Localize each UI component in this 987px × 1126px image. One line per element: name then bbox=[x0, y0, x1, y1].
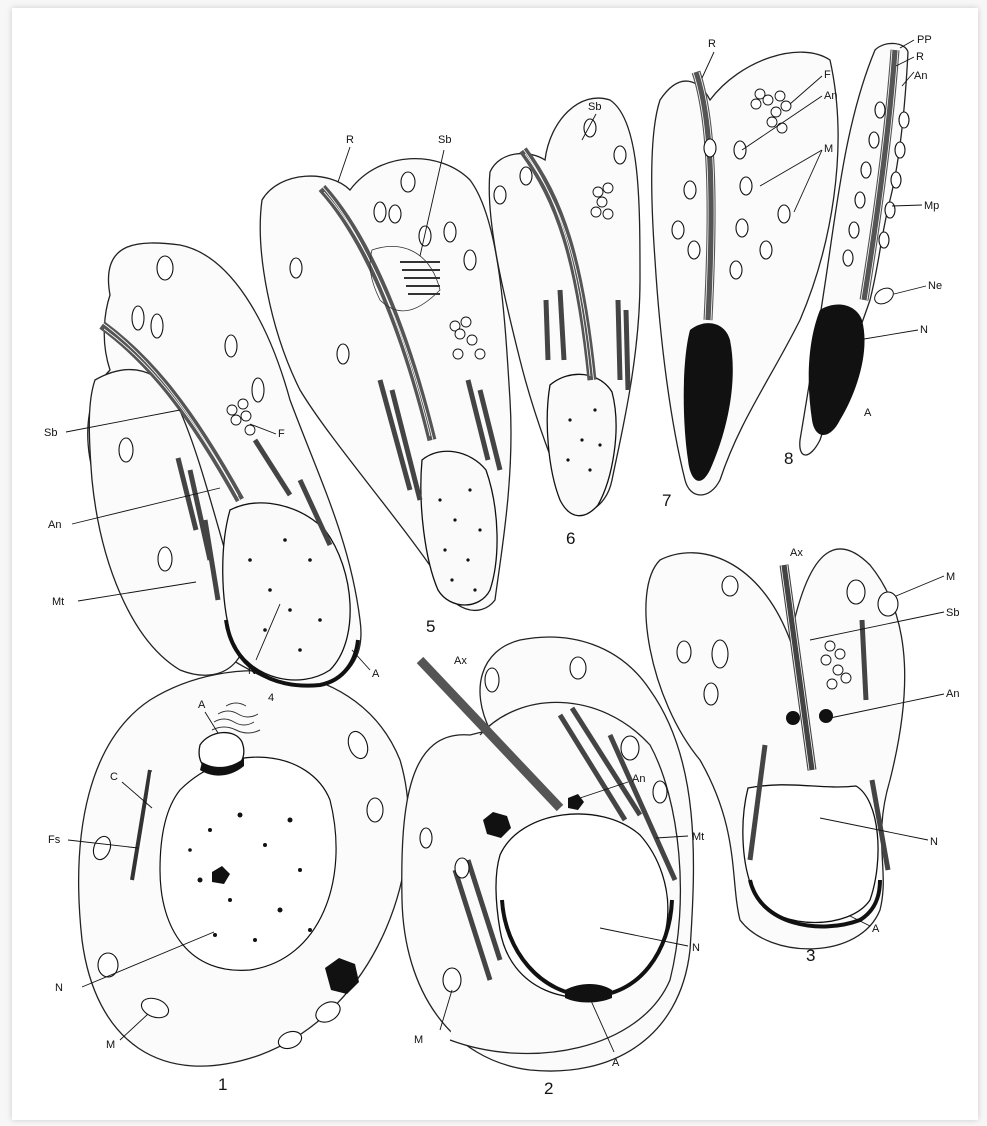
p1-label-A: A bbox=[198, 699, 206, 711]
p7-label-R: R bbox=[708, 38, 716, 50]
p8-label-N: N bbox=[920, 324, 928, 336]
p3-label-Ax: Ax bbox=[790, 547, 803, 559]
spermiogenesis-diagram: A C Fs N M 1 bbox=[12, 8, 978, 1120]
panel-6-cell: Sb 6 bbox=[489, 98, 640, 548]
p3-label-An: An bbox=[946, 688, 959, 700]
p1-label-M: M bbox=[106, 1039, 115, 1051]
panel-2-cell: Ax An Mt N M A 2 bbox=[402, 637, 704, 1098]
p3-label-Sb: Sb bbox=[946, 607, 959, 619]
panel-number-3: 3 bbox=[806, 946, 815, 965]
p8-label-Mp: Mp bbox=[924, 200, 939, 212]
p4-label-A: A bbox=[372, 668, 380, 680]
p4-label-An: An bbox=[48, 519, 61, 531]
p8-label-An: An bbox=[914, 70, 927, 82]
p3-label-A: A bbox=[872, 923, 880, 935]
p1-label-N: N bbox=[55, 982, 63, 994]
p8-label-Ne: Ne bbox=[928, 280, 942, 292]
p2-label-Mt: Mt bbox=[692, 831, 704, 843]
p2-label-A: A bbox=[612, 1057, 620, 1069]
panel-number-4: 4 bbox=[268, 692, 274, 704]
p3-label-M: M bbox=[946, 571, 955, 583]
p2-label-Ax: Ax bbox=[454, 655, 467, 667]
p8-label-A: A bbox=[864, 407, 872, 419]
p5-label-R: R bbox=[346, 134, 354, 146]
p1-label-Fs: Fs bbox=[48, 834, 61, 846]
p2-label-N: N bbox=[692, 942, 700, 954]
panel-number-8: 8 bbox=[784, 449, 793, 468]
p6-label-Sb: Sb bbox=[588, 101, 601, 113]
p3-label-N: N bbox=[930, 836, 938, 848]
p5-label-Sb: Sb bbox=[438, 134, 451, 146]
panel-number-7: 7 bbox=[662, 491, 671, 510]
panel-number-6: 6 bbox=[566, 529, 575, 548]
p4-label-N: N bbox=[248, 665, 256, 677]
figure-sheet: A C Fs N M 1 bbox=[12, 8, 978, 1120]
p8-label-PP: PP bbox=[917, 34, 932, 46]
p7-label-M: M bbox=[824, 143, 833, 155]
p7-label-F: F bbox=[824, 69, 831, 81]
p7-label-An: An bbox=[824, 90, 837, 102]
p4-label-Sb: Sb bbox=[44, 427, 57, 439]
p4-label-F: F bbox=[278, 428, 285, 440]
panel-number-1: 1 bbox=[218, 1075, 227, 1094]
panel-number-2: 2 bbox=[544, 1079, 553, 1098]
p4-label-Mt: Mt bbox=[52, 596, 64, 608]
panel-number-5: 5 bbox=[426, 617, 435, 636]
p1-label-C: C bbox=[110, 771, 118, 783]
panel-1-cell: A C Fs N M 1 bbox=[48, 671, 409, 1094]
p8-label-R: R bbox=[916, 51, 924, 63]
p2-label-An: An bbox=[632, 773, 645, 785]
p2-label-M: M bbox=[414, 1034, 423, 1046]
